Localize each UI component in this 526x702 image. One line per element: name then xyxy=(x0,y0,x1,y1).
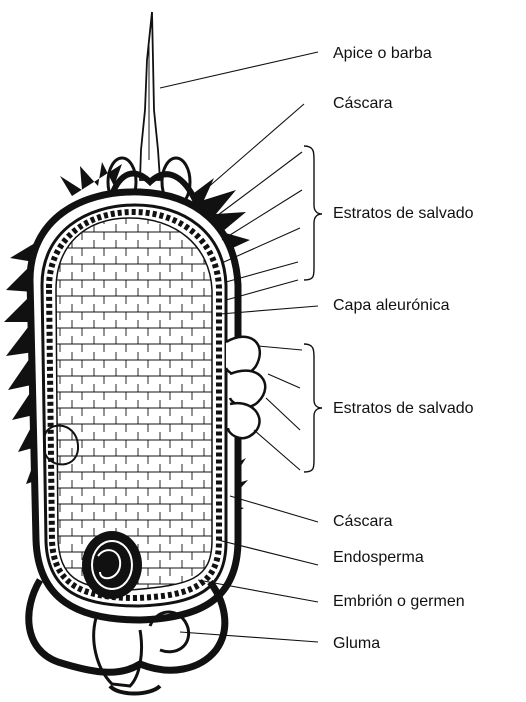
label-gluma: Gluma xyxy=(333,635,380,652)
embryo xyxy=(82,531,142,599)
bran-lobes-right xyxy=(226,337,265,438)
label-endosperma: Endosperma xyxy=(333,549,424,566)
brackets xyxy=(304,146,322,472)
label-estratos-top: Estratos de salvado xyxy=(333,205,474,222)
label-cascara-bottom: Cáscara xyxy=(333,513,393,530)
labels: Apice o barba Cáscara Estratos de salvad… xyxy=(333,45,474,652)
label-cascara-top: Cáscara xyxy=(333,95,393,112)
awn xyxy=(140,12,160,180)
label-capa-aleuronica: Capa aleurónica xyxy=(333,297,450,314)
label-embrion: Embrión o germen xyxy=(333,593,465,610)
label-apice: Apice o barba xyxy=(333,45,432,62)
label-estratos-mid: Estratos de salvado xyxy=(333,400,474,417)
